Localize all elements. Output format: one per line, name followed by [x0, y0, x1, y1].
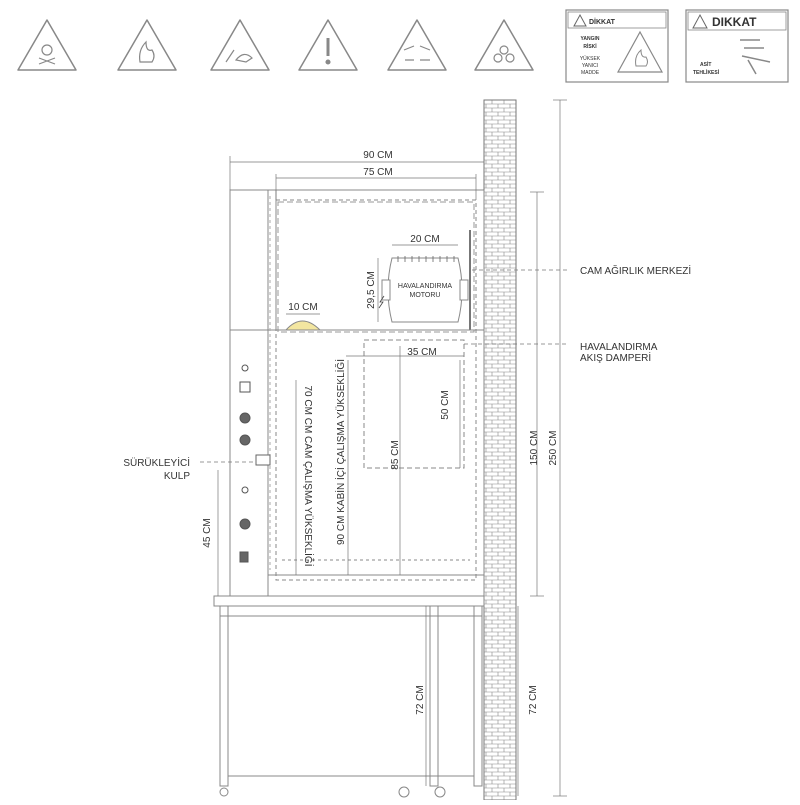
exclamation-warning-icon	[298, 19, 358, 71]
fire-sign-header: DİKKAT	[589, 18, 616, 26]
environment-hazard-icon	[210, 19, 270, 71]
caster-wheel-right	[434, 786, 446, 798]
acid-sign-header: DIKKAT	[712, 15, 757, 29]
dim-total-height: 250 CM	[548, 430, 559, 465]
indicator-light	[241, 364, 249, 372]
dim-damper-height: 50 CM	[440, 390, 451, 419]
dim-stand-height-wall: 72 CM	[528, 685, 539, 714]
fire-risk-sign: DİKKAT YANGIN RİSKİ YÜKSEK YANICI MADDE	[565, 9, 669, 83]
fire-sign-line1: YANGIN	[581, 36, 600, 42]
dim-outer-width: 90 CM	[363, 150, 392, 161]
caster-wheel-mid	[398, 786, 410, 798]
flame-triangle-icon	[616, 30, 664, 73]
water-valve-knob	[239, 518, 251, 530]
light-fixture	[284, 320, 322, 331]
dim-glass-working-height: 70 CM CM CAM ÇALIŞMA YÜKSEKLİĞİ	[302, 386, 315, 567]
electric-icon	[378, 295, 385, 309]
acid-hand-icon	[740, 39, 771, 75]
motor-label-line1: HAVALANDIRMA	[398, 283, 453, 290]
dim-light-width: 10 CM	[288, 302, 317, 313]
indicator-light-2	[241, 486, 249, 494]
acid-sign-line1: ASİT	[700, 61, 711, 68]
dimension-lines	[200, 99, 568, 797]
dim-motor-height: 29,5 CM	[366, 271, 377, 309]
acid-sign-line2: TEHLİKESİ	[693, 69, 720, 76]
switch-button	[239, 381, 251, 393]
biohazard-warning-icon	[474, 19, 534, 71]
callout-labels: CAM AĞIRLIK MERKEZİ HAVALANDIRMA AKIŞ DA…	[123, 264, 691, 482]
label-handle-line1: SÜRÜKLEYİCİ	[123, 456, 190, 469]
cabinet-stand	[213, 595, 485, 798]
label-damper-line2: AKIŞ DAMPERİ	[580, 351, 651, 364]
flammable-warning-icon	[117, 19, 177, 71]
dim-inner-width: 75 CM	[363, 167, 392, 178]
motor-label-line2: MOTORU	[410, 292, 441, 299]
toxic-warning-icon	[17, 19, 77, 71]
dim-stand-height-inner: 72 CM	[415, 685, 426, 714]
fire-sign-line4: YANICI	[582, 63, 598, 69]
socket-icon	[239, 551, 249, 563]
dim-motor-width: 20 CM	[410, 234, 439, 245]
control-panel	[239, 364, 251, 563]
gas-valve-knob-2	[239, 434, 251, 446]
warning-signs-row	[17, 19, 534, 71]
brick-wall	[483, 99, 517, 801]
dim-damper-width: 35 CM	[407, 347, 436, 358]
airflow-arrows-icon	[397, 256, 455, 262]
dimension-texts: 90 CM 75 CM 20 CM 29,5 CM 10 CM 35 CM 50…	[202, 150, 559, 715]
dim-work-height: 85 CM	[390, 440, 401, 469]
caster-wheel-left	[219, 787, 229, 797]
fire-sign-line2: RİSKİ	[583, 43, 597, 50]
label-damper-line1: HAVALANDIRMA	[580, 342, 658, 353]
corrosive-warning-icon	[387, 19, 447, 71]
drag-handle	[255, 454, 271, 466]
dim-handle-height: 45 CM	[202, 518, 213, 547]
gas-valve-knob-1	[239, 412, 251, 424]
dim-cabinet-height: 150 CM	[529, 430, 540, 465]
acid-danger-sign: DIKKAT ASİT TEHLİKESİ	[685, 9, 789, 83]
ventilation-motor: HAVALANDIRMA MOTORU	[378, 256, 469, 323]
label-handle-line2: KULP	[164, 471, 190, 482]
dim-cabin-working-height: 90 CM KABİN İÇİ ÇALIŞMA YÜKSEKLİĞİ	[334, 359, 347, 545]
fire-sign-line3: YÜKSEK	[580, 55, 601, 62]
fire-sign-line5: MADDE	[581, 70, 600, 76]
label-glass-counterweight: CAM AĞIRLIK MERKEZİ	[580, 264, 691, 277]
